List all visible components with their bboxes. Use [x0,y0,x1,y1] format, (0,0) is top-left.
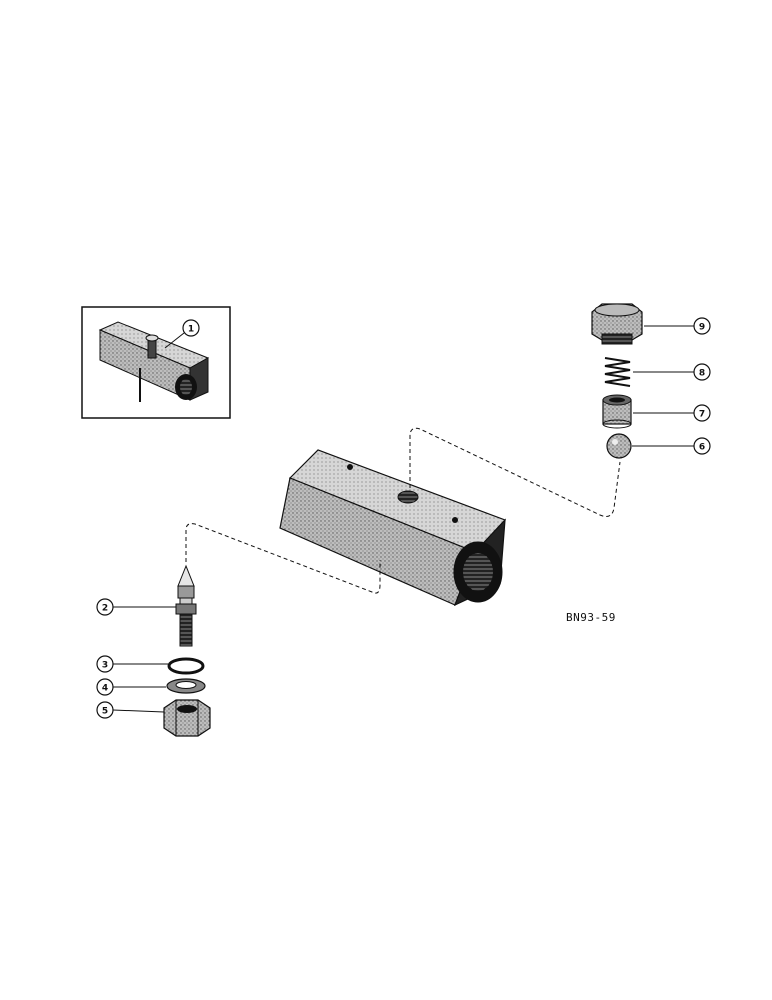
part-plug [591,303,643,345]
callout-1-label: 1 [188,325,194,335]
part-guide [602,394,632,429]
callout-5-label: 5 [102,707,108,717]
callout-9-label: 9 [699,323,705,333]
callout-7-label: 7 [699,410,705,420]
inset-frame [81,306,231,419]
callout-1 [182,319,200,337]
part-nut [163,699,211,737]
inset-assembly: 1 [81,306,231,419]
reference-code: BN93-59 [566,611,616,624]
part-seat [175,564,197,647]
body-top-port [397,490,419,504]
callout-6-label: 6 [699,443,705,453]
part-o-ring [167,657,205,675]
main-valve-body [279,449,507,607]
callout-3-label: 3 [102,661,108,671]
callout-4-label: 4 [102,684,108,694]
part-ball [606,433,632,459]
assembly-line-right [409,427,621,517]
callout-2-label: 2 [102,604,108,614]
assembly-line-left [185,523,381,594]
callout-8-label: 8 [699,369,705,379]
part-spring [604,357,631,387]
